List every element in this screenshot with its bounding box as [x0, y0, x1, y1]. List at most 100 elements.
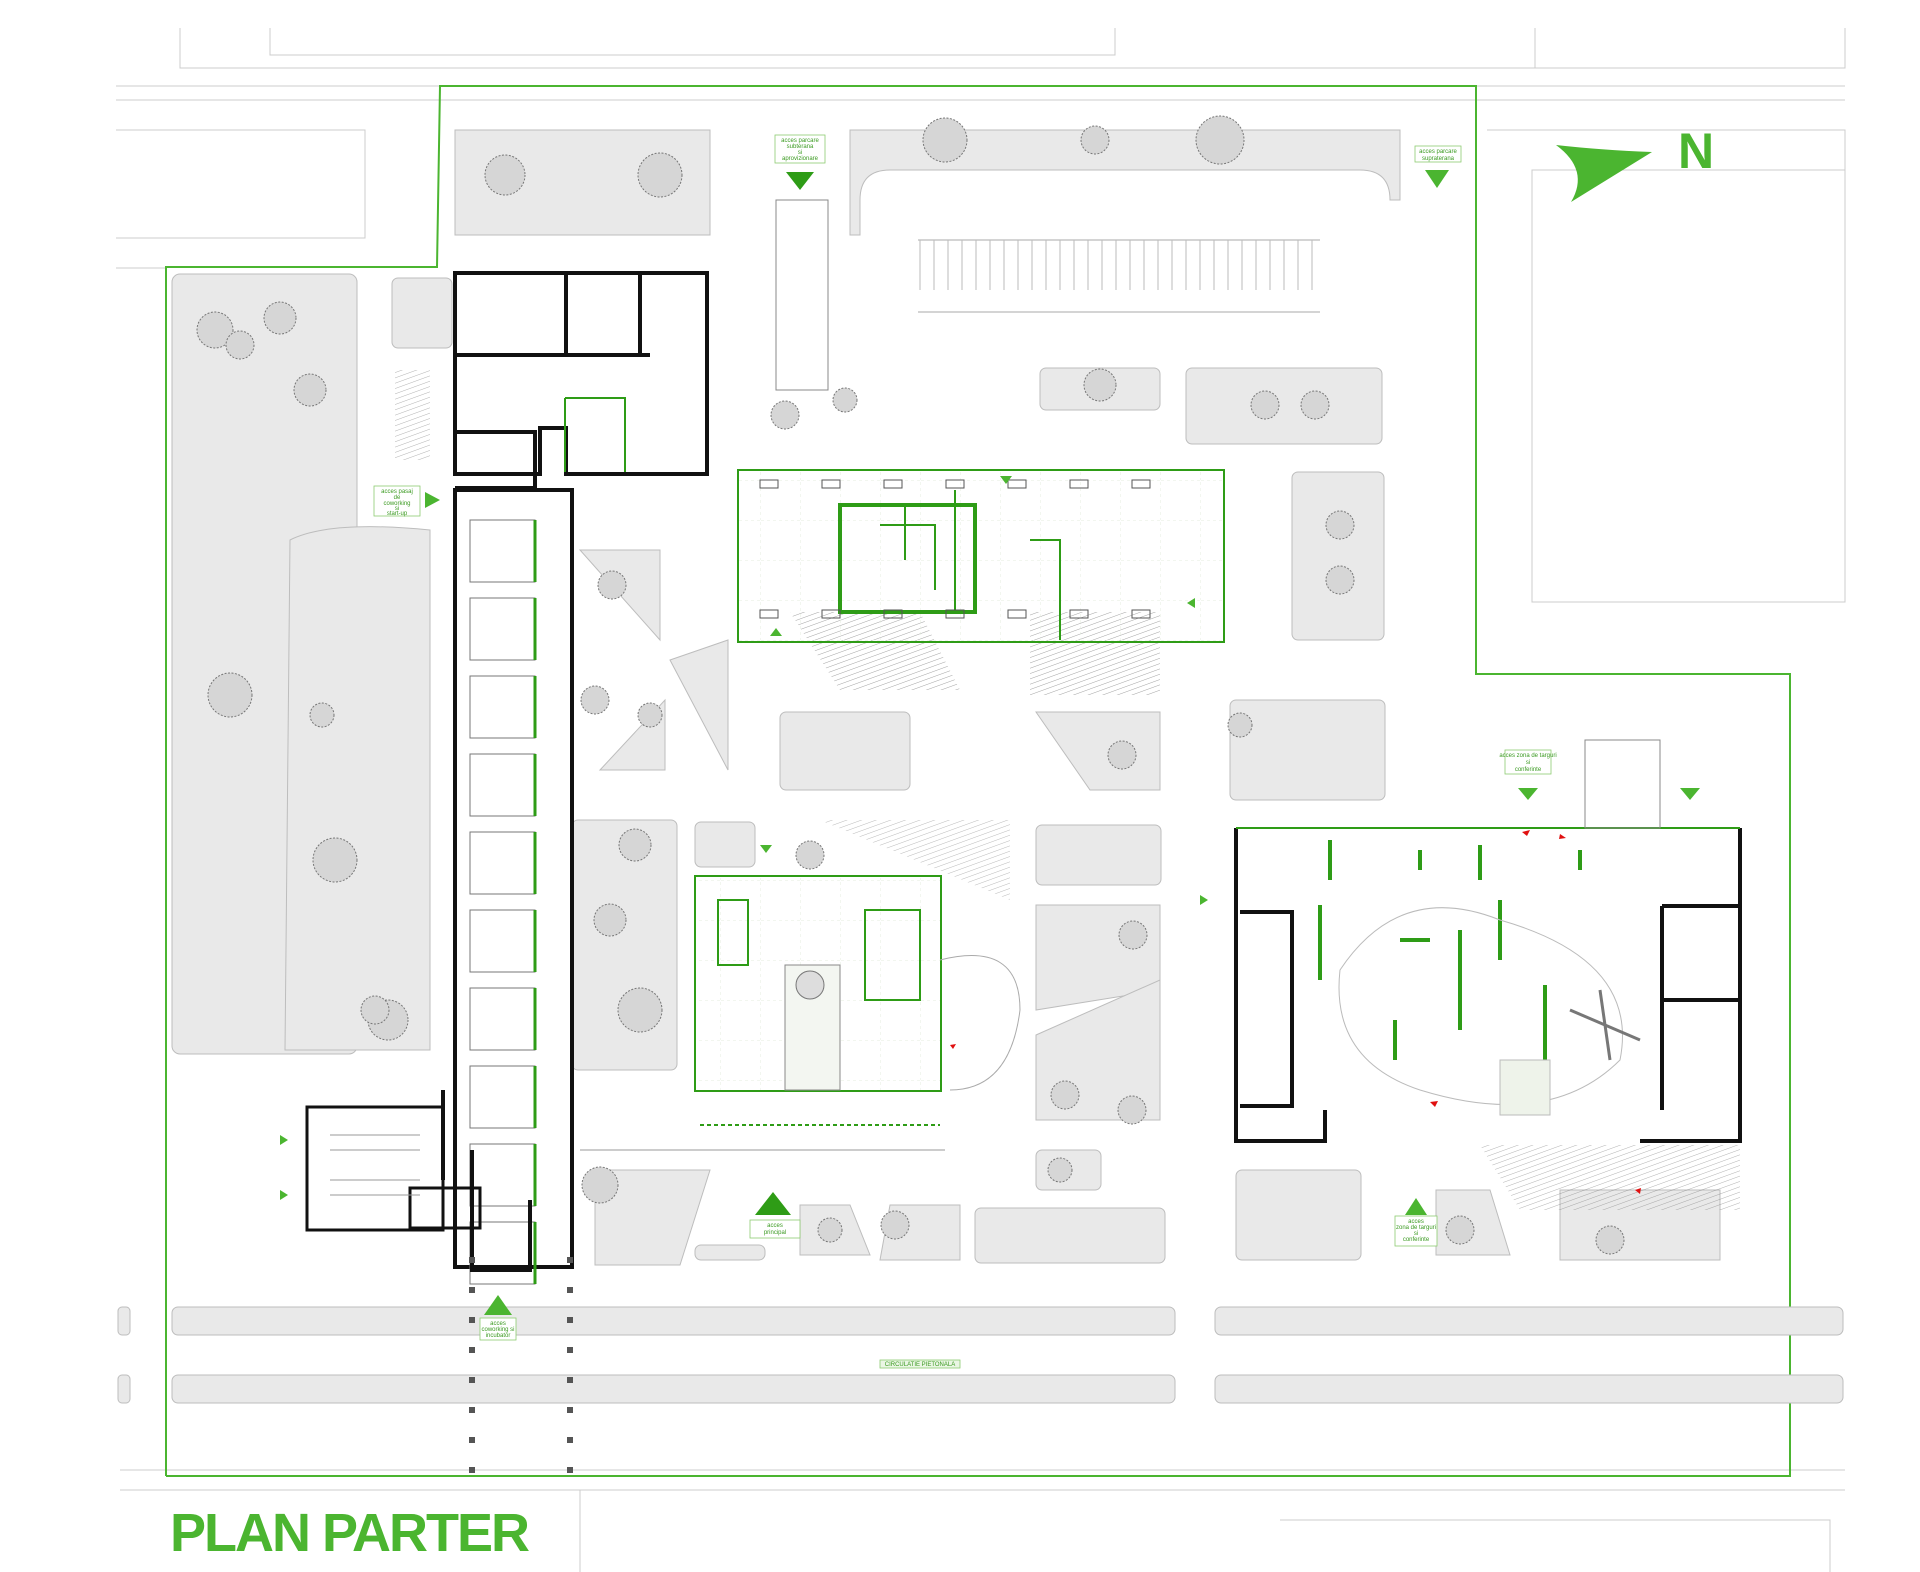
north-arrow-icon	[1556, 145, 1652, 202]
tree-icon	[1117, 1095, 1147, 1125]
tree-icon	[360, 995, 390, 1025]
column	[469, 1467, 475, 1473]
tree-icon	[637, 152, 683, 198]
room	[469, 1221, 536, 1285]
access-triangle-icon	[280, 170, 1700, 1315]
tree-icon	[1595, 1225, 1625, 1255]
tree-icon	[1047, 1157, 1073, 1183]
room	[469, 753, 536, 817]
tree-icon	[795, 840, 825, 870]
label-fair-access-1: acces	[1408, 1219, 1424, 1225]
label-south-3: incubator	[486, 1333, 511, 1339]
tree-icon	[581, 1166, 619, 1204]
label-coworking-3: coworking	[383, 501, 410, 507]
tree-icon	[1325, 510, 1355, 540]
table	[759, 609, 779, 619]
tree-icon	[309, 702, 335, 728]
label-surface-parking-1: acces parcare	[1419, 149, 1457, 155]
label-fair-north-3: conferinte	[1515, 767, 1542, 773]
column	[469, 1257, 475, 1263]
column	[567, 1257, 573, 1263]
column	[567, 1467, 573, 1473]
tree-icon	[880, 1210, 910, 1240]
building-exhibition-hall	[1234, 739, 1742, 1143]
label-fair-north-2: si	[1526, 760, 1530, 766]
tree-icon	[593, 903, 627, 937]
tree-icon	[1107, 740, 1137, 770]
tree-icon	[1080, 125, 1110, 155]
table	[1007, 479, 1027, 489]
column	[469, 1287, 475, 1293]
room	[469, 1065, 536, 1129]
label-main-access-1: acces	[767, 1223, 783, 1229]
tree-icon	[817, 1217, 843, 1243]
column	[469, 1317, 475, 1323]
table	[883, 479, 903, 489]
label-coworking-1: acces pasaj	[381, 489, 413, 495]
north-label: N	[1678, 123, 1715, 179]
tree-icon	[484, 154, 526, 196]
tree-icon	[1300, 390, 1330, 420]
tree-icon	[1083, 368, 1117, 402]
label-underground-parking-1: acces parcare	[781, 138, 819, 144]
room	[469, 675, 536, 739]
table	[945, 479, 965, 489]
context-lines	[116, 28, 1846, 1572]
tree-icon	[263, 301, 297, 335]
table	[945, 609, 965, 619]
room	[469, 597, 536, 661]
column	[469, 1407, 475, 1413]
label-pedestrian-circulation: CIRCULATIE PIETONALA	[885, 1362, 955, 1368]
label-fair-north-1: acces zona de targuri	[1499, 753, 1556, 759]
column	[469, 1377, 475, 1383]
tree-icon	[597, 570, 627, 600]
tree-icon	[770, 400, 800, 430]
trees	[196, 115, 1625, 1255]
tree-icon	[1250, 390, 1280, 420]
label-south-2: coworking si	[481, 1327, 514, 1333]
column	[567, 1317, 573, 1323]
parking	[775, 199, 1320, 391]
tree-icon	[832, 387, 858, 413]
tree-icon	[225, 330, 255, 360]
table	[1069, 609, 1089, 619]
label-fair-access-4: conferinte	[1403, 1237, 1430, 1243]
site-boundary	[165, 85, 1791, 1477]
room	[469, 831, 536, 895]
tree-icon	[312, 837, 358, 883]
table	[821, 479, 841, 489]
label-underground-parking-4: aprovizionare	[782, 156, 819, 162]
tree-icon	[617, 987, 663, 1033]
label-main-access-2: principal	[764, 1230, 786, 1236]
column	[567, 1407, 573, 1413]
tree-icon	[293, 373, 327, 407]
label-fair-access-3: si	[1414, 1231, 1418, 1237]
building-incubator	[737, 469, 1225, 643]
tree-icon	[207, 672, 253, 718]
column	[567, 1377, 573, 1383]
label-underground-parking-3: si	[798, 150, 802, 156]
roads	[117, 1306, 1844, 1404]
room	[469, 519, 536, 583]
table	[1069, 479, 1089, 489]
red-marker-icon	[950, 830, 1641, 1194]
label-fair-access-2: zona de targuri	[1396, 1225, 1436, 1231]
tree-icon	[618, 828, 652, 862]
tree-icon	[1325, 565, 1355, 595]
label-south-1: acces	[490, 1321, 506, 1327]
tree-icon	[1118, 920, 1148, 950]
column	[567, 1437, 573, 1443]
table	[821, 609, 841, 619]
plan-title: PLAN PARTER	[170, 1503, 530, 1563]
tree-icon	[1445, 1215, 1475, 1245]
building-coworking-wing	[441, 271, 709, 1285]
column	[567, 1347, 573, 1353]
label-coworking-5: start-up	[387, 511, 408, 517]
column	[567, 1287, 573, 1293]
table	[759, 479, 779, 489]
building-hub	[580, 875, 1021, 1151]
column	[469, 1347, 475, 1353]
tree-icon	[1050, 1080, 1080, 1110]
landscape-areas	[171, 129, 1721, 1266]
